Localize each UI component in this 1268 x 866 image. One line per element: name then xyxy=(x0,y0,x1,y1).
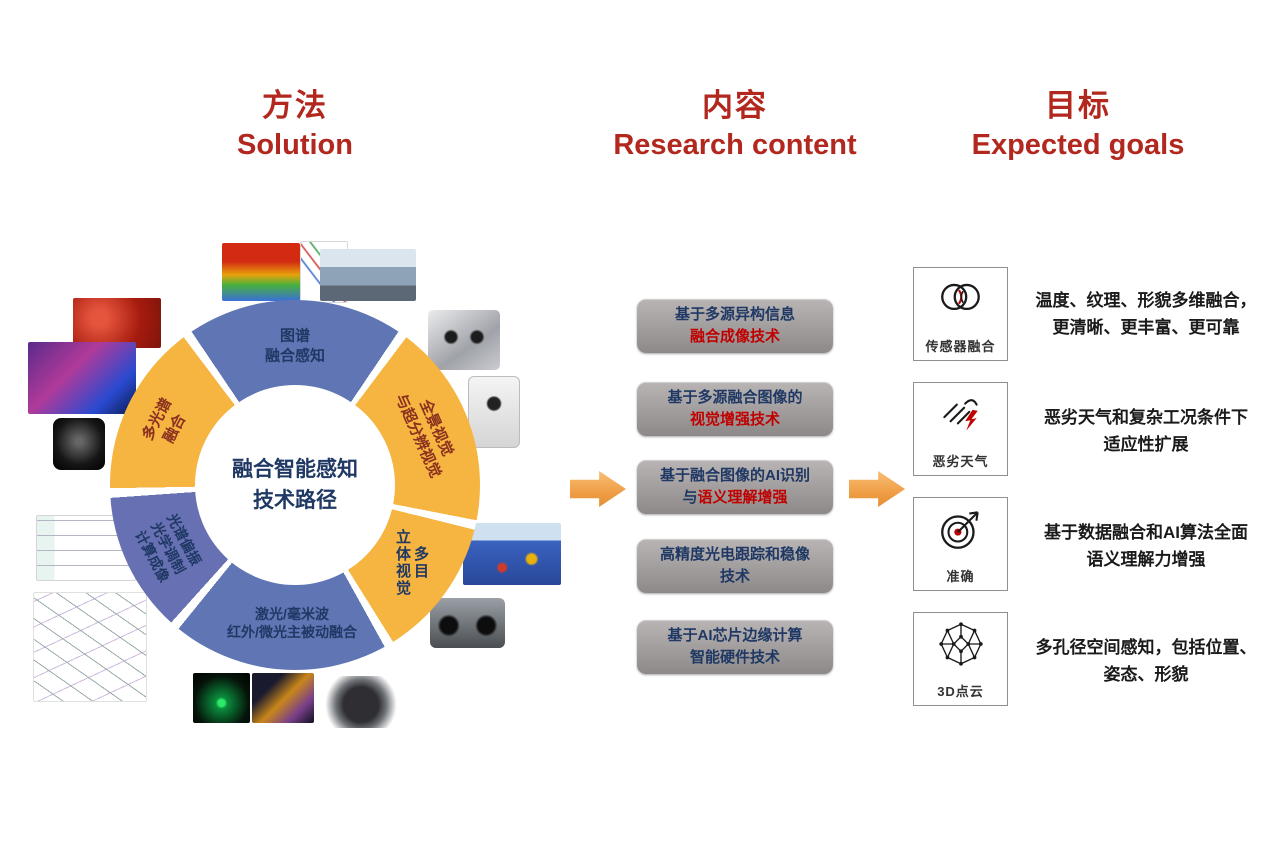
photo-panorama-industrial xyxy=(320,249,416,301)
solution-header-en: Solution xyxy=(237,129,353,161)
photo-3d-block-scene xyxy=(463,523,561,585)
research-box-vision-enhancement: 基于多源融合图像的 视觉增强技术 xyxy=(637,382,833,436)
goal-caption: 准确 xyxy=(946,569,975,584)
photo-ptz-camera xyxy=(468,376,520,448)
goal-caption: 3D点云 xyxy=(937,684,984,699)
photo-sonar-green-display xyxy=(193,673,250,723)
solution-column-header: 方法 Solution xyxy=(155,80,435,162)
goal-box-severe-weather: 恶劣天气 xyxy=(913,382,1008,476)
photo-multicamera-cube-rig xyxy=(428,310,500,370)
arrow-content-to-goals xyxy=(849,471,905,507)
goal-text-accuracy: 基于数据融合和AI算法全面 语义理解力增强 xyxy=(1044,523,1248,570)
photo-stereo-camera xyxy=(430,598,505,648)
sensor-fusion-venn-icon xyxy=(940,283,980,311)
research-box-optoelectronic-tracking: 高精度光电跟踪和稳像 技术 xyxy=(637,539,833,593)
research-column-header: 内容 Research content xyxy=(585,80,885,162)
ring-center: 融合智能感知 技术路径 xyxy=(195,385,395,585)
solution-header-zh: 方法 xyxy=(262,88,328,123)
photo-gimbal-camera xyxy=(322,676,400,728)
photo-colorful-night-scene xyxy=(252,673,314,723)
goal-box-sensor-fusion: 传感器融合 xyxy=(913,267,1008,361)
solution-ring-diagram: 融合智能感知 技术路径 图谱 融合感知 全景视觉 与超分辨视觉 多目 立体视觉 … xyxy=(110,300,480,670)
photo-red-fruits xyxy=(73,298,161,348)
research-header-en: Research content xyxy=(613,129,857,161)
goal-text-severe-weather: 恶劣天气和复杂工况条件下 适应性扩展 xyxy=(1044,408,1248,455)
photo-thermal-spectral-images xyxy=(28,342,136,414)
goal-text-3d-pointcloud: 多孔径空间感知，包括位置、 姿态、形貌 xyxy=(1035,638,1257,685)
photo-thermal-fruit-cube xyxy=(222,243,300,301)
goal-caption: 传感器融合 xyxy=(925,339,996,354)
ring-segment-map-spectrum-fusion: 图谱 融合感知 xyxy=(264,327,326,365)
ring-segment-multi-view-stereo: 多目 立体视觉 xyxy=(394,529,429,597)
goal-box-3d-pointcloud: 3D点云 xyxy=(913,612,1008,706)
photo-optical-path-diagram xyxy=(33,592,147,702)
goals-header-en: Expected goals xyxy=(971,129,1185,161)
ring-segment-laser-mmwave-ir-fusion: 激光/毫米波 红外/微光主被动融合 xyxy=(227,605,357,640)
goals-column-header: 目标 Expected goals xyxy=(928,80,1228,162)
3d-pointcloud-icon xyxy=(938,622,983,666)
arrow-solution-to-content xyxy=(570,471,626,507)
goal-text-sensor-fusion: 温度、纹理、形貌多维融合， 更清晰、更丰富、更可靠 xyxy=(1035,291,1257,338)
goals-header-zh: 目标 xyxy=(1045,88,1111,123)
research-box-ai-chip-edge-computing: 基于AI芯片边缘计算 智能硬件技术 xyxy=(637,620,833,674)
research-header-zh: 内容 xyxy=(702,88,768,123)
accuracy-target-icon xyxy=(940,511,979,549)
research-box-ai-recognition: 基于融合图像的AI识别 与语义理解增强 xyxy=(637,460,833,514)
research-box-fusion-imaging: 基于多源异构信息 融合成像技术 xyxy=(637,299,833,353)
goal-box-accuracy: 准确 xyxy=(913,497,1008,591)
ring-center-title: 融合智能感知 技术路径 xyxy=(232,457,358,513)
goal-caption: 恶劣天气 xyxy=(932,454,989,469)
severe-weather-icon xyxy=(942,399,978,431)
photo-black-camera-lens xyxy=(53,418,105,470)
